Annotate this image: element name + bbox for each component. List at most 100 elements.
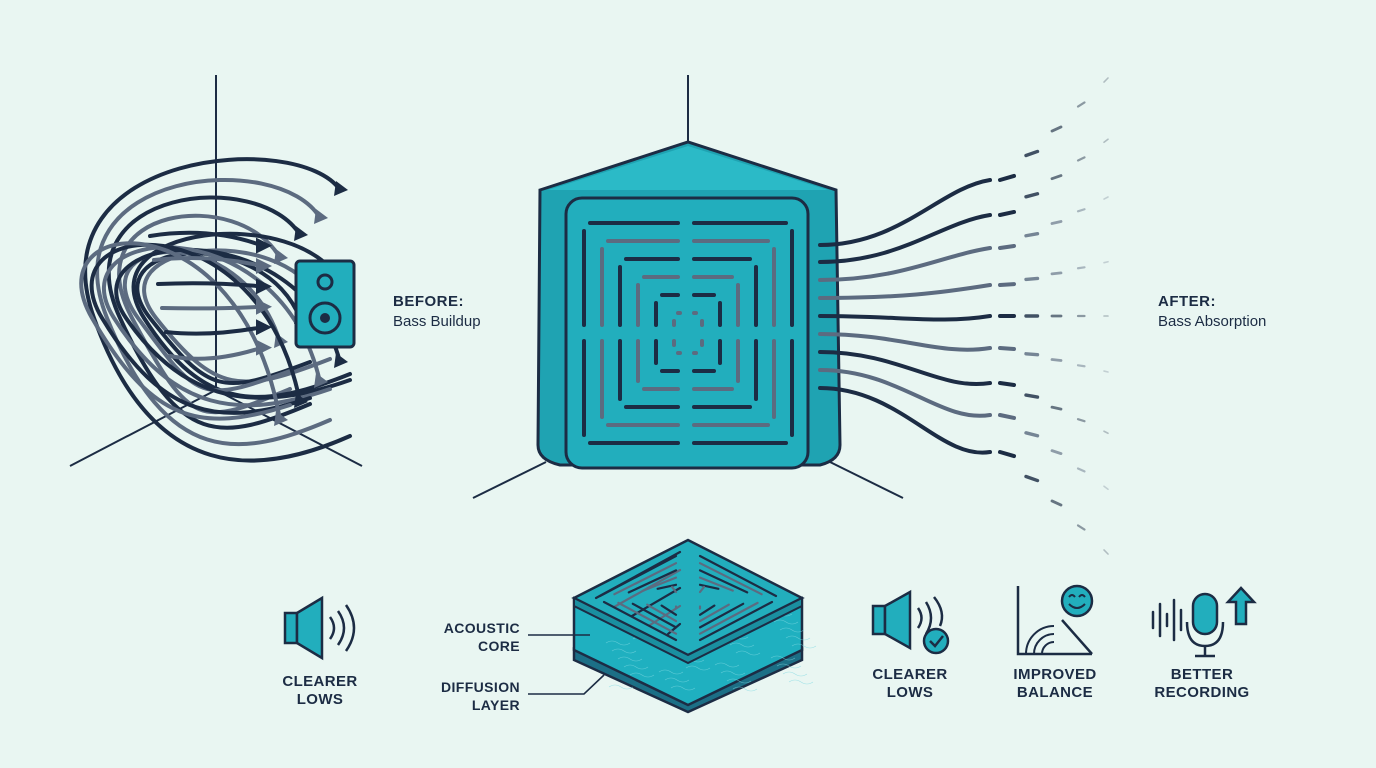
fading-wave-dash	[1076, 467, 1086, 473]
before-subtitle: Bass Buildup	[393, 313, 481, 330]
diffuser-slat	[646, 603, 678, 623]
fading-wave-dash	[1050, 449, 1063, 456]
fading-wave-dash	[1024, 393, 1040, 399]
fading-wave-dash	[1076, 156, 1086, 162]
diffuser-slat	[698, 601, 759, 635]
fading-wave-dash	[998, 209, 1016, 217]
fading-wave-dash	[998, 450, 1016, 459]
absorbed-wave	[818, 332, 992, 352]
fading-wave-dash	[1050, 358, 1063, 362]
fading-wave-dash	[1024, 232, 1040, 238]
core-fiber	[779, 627, 805, 633]
absorbed-wave	[818, 283, 992, 300]
benefit-line2: BALANCE	[1016, 684, 1094, 701]
fading-wave-dash	[998, 282, 1016, 287]
diffuser-slat	[631, 602, 678, 629]
acoustic-core-line1: ACOUSTIC	[443, 620, 520, 636]
benefit-line2: RECORDING	[1154, 684, 1250, 701]
speaker-icon	[294, 259, 356, 349]
core-fiber	[623, 664, 649, 670]
speaker-check-icon	[871, 589, 950, 655]
wave-arrowhead	[334, 353, 348, 368]
diffuser-slat	[666, 622, 682, 636]
diffuser-slat	[598, 554, 678, 598]
acoustic-core-label: ACOUSTIC CORE	[444, 619, 520, 655]
diffuser-slat	[656, 583, 678, 590]
diffuser-slat	[698, 576, 734, 592]
core-fiber	[776, 663, 802, 669]
inner-wave	[156, 281, 264, 289]
core-fiber	[732, 686, 758, 692]
inner-wave	[160, 304, 264, 311]
fading-wave-dash	[1076, 418, 1086, 423]
benefit-clearer-lows-2: CLEARER LOWS	[860, 666, 960, 702]
fading-wave-dash	[1076, 266, 1086, 270]
benefit-line2: LOWS	[886, 684, 934, 701]
room-corner-after	[472, 75, 904, 499]
absorbed-wave	[818, 368, 992, 418]
after-label: AFTER: Bass Absorption	[1158, 293, 1266, 330]
core-fiber	[729, 642, 755, 648]
fading-wave-dash	[1050, 220, 1063, 225]
core-fiber	[617, 656, 643, 662]
core-fiber	[735, 650, 761, 656]
wave-arrowhead	[314, 373, 328, 388]
diffuser-slat	[698, 585, 706, 594]
wave-arrowhead	[294, 393, 308, 408]
core-fiber	[720, 670, 746, 676]
absorbed-wave	[818, 178, 992, 247]
bass-trap-panel	[536, 140, 842, 470]
fading-wave-dash	[1103, 196, 1109, 200]
wave-arrowhead	[334, 181, 348, 196]
benefit-better-recording: BETTER RECORDING	[1140, 666, 1264, 702]
core-fiber	[788, 679, 814, 685]
core-fiber	[770, 655, 796, 661]
reflecting-wave	[114, 247, 352, 400]
diffuser-slat	[670, 585, 678, 594]
reflecting-wave	[102, 245, 332, 408]
inner-wave	[148, 230, 264, 248]
diffusion-layer-label: DIFFUSION LAYER	[441, 678, 520, 714]
wave-arrowhead	[274, 411, 288, 426]
absorbed-sound-waves	[818, 77, 1109, 555]
inner-wave-arrowhead	[256, 237, 272, 254]
diffuser-slat	[698, 603, 730, 623]
diffusion-layer-line1: DIFFUSION	[440, 679, 520, 695]
reflecting-wave	[83, 157, 352, 463]
inner-wave	[168, 345, 264, 361]
after-subtitle: Bass Absorption	[1158, 313, 1267, 330]
core-fiber	[785, 635, 811, 641]
after-title: AFTER:	[1158, 293, 1216, 310]
diffuser-slat	[627, 569, 678, 594]
fading-wave-dash	[1024, 431, 1040, 438]
inner-wave-arrowhead	[256, 258, 272, 274]
core-fiber	[773, 619, 799, 625]
acoustic-core-line2: CORE	[477, 638, 520, 654]
core-fiber	[605, 640, 631, 646]
wave-arrowhead	[314, 209, 328, 224]
fading-wave-dash	[1050, 271, 1063, 276]
core-fiber	[664, 677, 690, 683]
before-title: BEFORE:	[393, 293, 464, 310]
absorbed-wave	[818, 213, 992, 264]
fading-wave-dash	[998, 346, 1016, 351]
callout-lines	[528, 634, 605, 695]
benefit-line1: IMPROVED	[1013, 666, 1097, 683]
reflecting-wave	[106, 195, 312, 430]
fading-wave-dash	[1024, 276, 1040, 282]
fading-wave-dash	[1103, 77, 1109, 83]
benefit-line2: LOWS	[296, 691, 344, 708]
fading-wave-dash	[998, 381, 1016, 388]
fading-wave-dash	[1050, 499, 1063, 507]
core-fiber	[670, 685, 696, 691]
core-fiber	[608, 684, 634, 690]
inner-wave-arrowhead	[256, 319, 272, 336]
fading-wave-dash	[1076, 208, 1086, 213]
fading-wave-dash	[998, 173, 1016, 182]
diffuser-slat	[698, 600, 774, 642]
inner-wave-arrowhead	[256, 339, 272, 356]
fading-wave-dash	[1103, 138, 1109, 144]
benefit-clearer-lows-1: CLEARER LOWS	[270, 673, 370, 709]
absorbed-wave	[818, 246, 992, 282]
